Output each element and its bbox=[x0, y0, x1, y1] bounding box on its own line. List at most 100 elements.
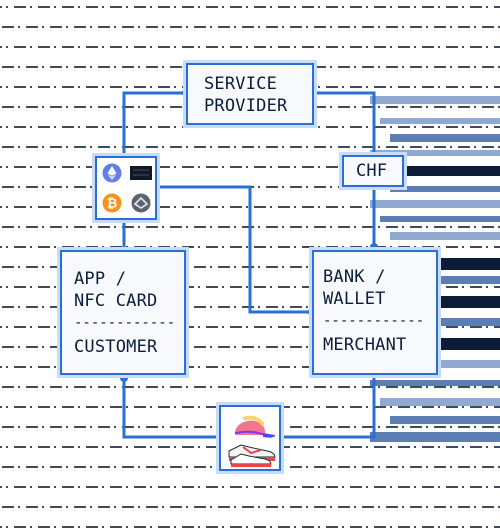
dash-mark bbox=[62, 46, 74, 48]
dash-mark bbox=[110, 86, 122, 88]
dash-mark bbox=[134, 406, 146, 408]
dash-dot bbox=[258, 266, 260, 268]
dash-dot bbox=[414, 246, 416, 248]
dash-dot bbox=[426, 506, 428, 508]
dash-dot bbox=[198, 206, 200, 208]
dash-mark bbox=[122, 146, 134, 148]
dash-mark bbox=[314, 386, 326, 388]
dash-dot bbox=[414, 446, 416, 448]
dash-mark bbox=[482, 506, 494, 508]
dash-mark bbox=[26, 106, 38, 108]
dash-mark bbox=[350, 406, 362, 408]
dash-dot bbox=[258, 186, 260, 188]
dash-dot bbox=[498, 66, 500, 68]
dash-mark bbox=[14, 86, 26, 88]
dash-dot bbox=[462, 286, 464, 288]
dash-dot bbox=[294, 166, 296, 168]
dash-dot bbox=[174, 486, 176, 488]
dash-mark bbox=[14, 206, 26, 208]
dash-mark bbox=[266, 386, 278, 388]
dash-mark bbox=[170, 466, 182, 468]
dash-mark bbox=[2, 66, 14, 68]
dash-mark bbox=[470, 486, 482, 488]
dash-dot bbox=[486, 86, 488, 88]
dash-dot bbox=[66, 146, 68, 148]
dash-dot bbox=[66, 106, 68, 108]
dash-mark bbox=[98, 386, 110, 388]
dash-dot bbox=[486, 526, 488, 528]
dash-mark bbox=[314, 426, 326, 428]
dash-mark bbox=[182, 126, 194, 128]
dash-dot bbox=[210, 146, 212, 148]
dash-dot bbox=[258, 506, 260, 508]
dash-dot bbox=[150, 6, 152, 8]
dash-mark bbox=[374, 86, 386, 88]
dash-mark bbox=[254, 366, 266, 368]
dash-dot bbox=[6, 366, 8, 368]
dash-mark bbox=[302, 6, 314, 8]
dash-dot bbox=[6, 526, 8, 528]
dash-dot bbox=[102, 486, 104, 488]
dash-mark bbox=[0, 406, 2, 408]
dash-dot bbox=[342, 246, 344, 248]
dash-dot bbox=[450, 226, 452, 228]
dash-dot bbox=[426, 66, 428, 68]
dash-dot bbox=[90, 226, 92, 228]
dash-mark bbox=[50, 386, 62, 388]
dash-mark bbox=[2, 186, 14, 188]
dash-dot bbox=[390, 446, 392, 448]
dash-mark bbox=[446, 526, 458, 528]
dash-dot bbox=[6, 206, 8, 208]
dash-mark bbox=[350, 246, 362, 248]
dash-mark bbox=[122, 226, 134, 228]
dash-dot bbox=[138, 466, 140, 468]
dash-mark bbox=[290, 466, 302, 468]
dash-mark bbox=[482, 226, 494, 228]
dash-dot bbox=[126, 246, 128, 248]
dash-dot bbox=[150, 446, 152, 448]
dash-mark bbox=[470, 246, 482, 248]
dash-mark bbox=[398, 6, 410, 8]
dash-dot bbox=[222, 126, 224, 128]
connector-line bbox=[314, 91, 376, 250]
dash-mark bbox=[266, 266, 278, 268]
dash-mark bbox=[74, 386, 86, 388]
dash-dot bbox=[342, 526, 344, 528]
dash-dot bbox=[66, 386, 68, 388]
dash-dot bbox=[378, 66, 380, 68]
dash-dot bbox=[114, 466, 116, 468]
dash-mark bbox=[50, 306, 62, 308]
dash-dot bbox=[366, 206, 368, 208]
dash-mark bbox=[158, 486, 170, 488]
dash-dot bbox=[234, 26, 236, 28]
dash-mark bbox=[194, 426, 206, 428]
dash-dot bbox=[450, 26, 452, 28]
dash-mark bbox=[170, 426, 182, 428]
dash-dot bbox=[198, 446, 200, 448]
dash-mark bbox=[38, 526, 50, 528]
dash-dot bbox=[438, 486, 440, 488]
dash-mark bbox=[242, 266, 254, 268]
dash-dot bbox=[90, 26, 92, 28]
dash-dot bbox=[354, 466, 356, 468]
dash-mark bbox=[254, 206, 266, 208]
dash-mark bbox=[314, 26, 326, 28]
dash-mark bbox=[362, 426, 374, 428]
dash-dot bbox=[426, 466, 428, 468]
dash-dot bbox=[498, 106, 500, 108]
dash-mark bbox=[434, 226, 446, 228]
dash-mark bbox=[170, 146, 182, 148]
dash-mark bbox=[230, 526, 242, 528]
dash-mark bbox=[374, 46, 386, 48]
dash-mark bbox=[278, 366, 290, 368]
dash-mark bbox=[0, 286, 2, 288]
dash-mark bbox=[158, 126, 170, 128]
dash-dot bbox=[222, 286, 224, 288]
dash-mark bbox=[254, 326, 266, 328]
dash-dot bbox=[42, 186, 44, 188]
dash-dot bbox=[282, 186, 284, 188]
dash-dot bbox=[174, 206, 176, 208]
dash-mark bbox=[50, 426, 62, 428]
dash-mark bbox=[434, 426, 446, 428]
bank-line2: WALLET bbox=[323, 289, 386, 309]
